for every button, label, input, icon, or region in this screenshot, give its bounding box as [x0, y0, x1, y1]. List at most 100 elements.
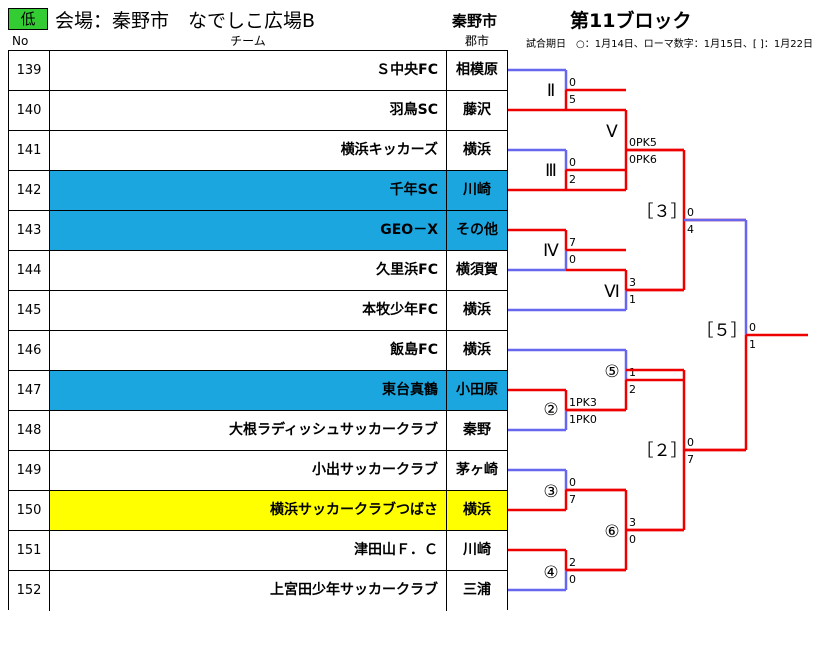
header-city: 郡市: [464, 34, 489, 48]
team-number: 141: [9, 131, 50, 170]
score-bottom: 2: [569, 173, 576, 186]
team-city: 茅ヶ崎: [447, 451, 507, 490]
host-city: 秦野市: [452, 12, 498, 30]
team-number: 144: [9, 251, 50, 290]
team-number: 140: [9, 91, 50, 130]
match-label: Ⅲ: [545, 161, 557, 181]
score-top: 3: [629, 276, 636, 289]
table-header: No チーム 郡市: [8, 32, 508, 50]
score-top: 3: [629, 516, 636, 529]
team-name: 横浜キッカーズ: [50, 131, 447, 170]
team-name: 大根ラディッシュサッカークラブ: [50, 411, 447, 450]
team-city: 秦野: [447, 411, 507, 450]
team-city: 相模原: [447, 51, 507, 90]
score-top: 0: [687, 436, 694, 449]
team-number: 150: [9, 491, 50, 530]
score-top: 7: [569, 236, 576, 249]
score-top: 0: [569, 476, 576, 489]
score-top: 1: [629, 366, 636, 379]
match-label: ［３］: [637, 202, 688, 222]
team-name: 津田山Ｆ．Ｃ: [50, 531, 447, 570]
team-number: 152: [9, 571, 50, 611]
level-badge: 低: [8, 8, 48, 30]
team-name: 上宮田少年サッカークラブ: [50, 571, 447, 611]
score-top: 1PK3: [569, 396, 597, 409]
match-label: ⑤: [604, 362, 619, 382]
team-name: 久里浜FC: [50, 251, 447, 290]
score-bottom: 0: [569, 573, 576, 586]
match-label: Ⅵ: [604, 282, 620, 302]
score-bottom: 5: [569, 93, 576, 106]
score-bottom: 7: [687, 453, 694, 466]
team-city: 横浜: [447, 491, 507, 530]
block-title: 第11ブロック: [570, 10, 692, 32]
match-label: Ⅱ: [547, 81, 555, 101]
score-top: 0: [569, 156, 576, 169]
team-number: 147: [9, 371, 50, 410]
score-top: 2: [569, 556, 576, 569]
score-bottom: 4: [687, 223, 694, 236]
score-bottom: 1: [749, 338, 756, 351]
team-city: その他: [447, 211, 507, 250]
team-city: 川崎: [447, 531, 507, 570]
team-number: 142: [9, 171, 50, 210]
team-name: 東台真鶴: [50, 371, 447, 410]
match-label: Ⅴ: [606, 122, 618, 142]
header-no: No: [12, 34, 29, 48]
score-bottom: 0: [629, 533, 636, 546]
match-label: ［２］: [637, 441, 688, 461]
match-label: ②: [543, 400, 558, 420]
score-bottom: 1PK0: [569, 413, 597, 426]
venue-title: 会場：秦野市 なでしこ広場B: [55, 10, 316, 32]
score-bottom: 2: [629, 383, 636, 396]
match-label: ［５］: [697, 321, 748, 341]
team-number: 151: [9, 531, 50, 570]
score-bottom: 0PK6: [629, 153, 657, 166]
team-number: 146: [9, 331, 50, 370]
score-bottom: 7: [569, 493, 576, 506]
team-city: 川崎: [447, 171, 507, 210]
match-label: ⑥: [604, 522, 619, 542]
team-city: 小田原: [447, 371, 507, 410]
score-bottom: 1: [629, 293, 636, 306]
team-name: 千年SC: [50, 171, 447, 210]
team-number: 149: [9, 451, 50, 490]
match-label: ③: [543, 482, 558, 502]
score-top: 0: [687, 206, 694, 219]
team-name: 羽鳥SC: [50, 91, 447, 130]
team-number: 143: [9, 211, 50, 250]
team-number: 139: [9, 51, 50, 90]
score-bottom: 0: [569, 253, 576, 266]
team-name: 横浜サッカークラブつばさ: [50, 491, 447, 530]
team-city: 藤沢: [447, 91, 507, 130]
team-city: 横須賀: [447, 251, 507, 290]
team-city: 横浜: [447, 131, 507, 170]
header-team: チーム: [230, 34, 266, 48]
team-city: 三浦: [447, 571, 507, 611]
schedule-note: 試合期日 ○：1月14日、ローマ数字：1月15日、[ ]：1月22日: [526, 39, 813, 50]
team-name: 小出サッカークラブ: [50, 451, 447, 490]
score-top: 0: [569, 76, 576, 89]
team-number: 148: [9, 411, 50, 450]
match-label: ④: [543, 563, 558, 583]
score-top: 0PK5: [629, 136, 657, 149]
match-label: Ⅳ: [543, 241, 559, 261]
team-name: 飯島FC: [50, 331, 447, 370]
score-top: 0: [749, 321, 756, 334]
team-name: 本牧少年FC: [50, 291, 447, 330]
team-number: 145: [9, 291, 50, 330]
